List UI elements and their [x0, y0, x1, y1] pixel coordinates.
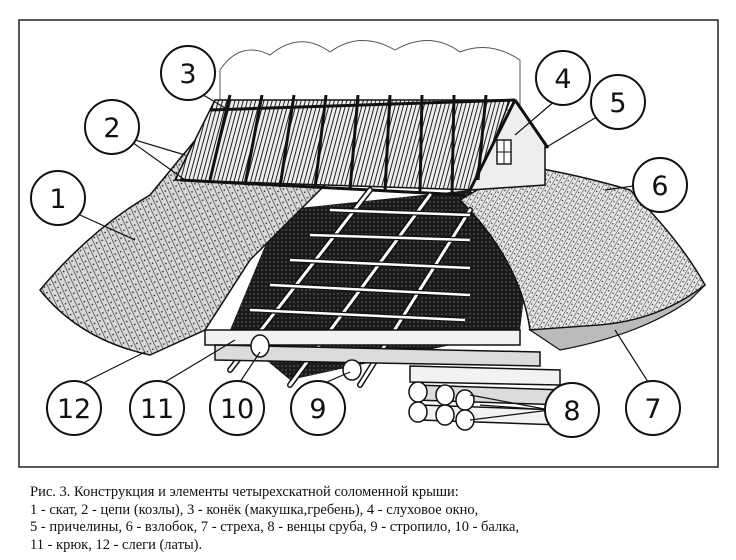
callout-12: 12: [46, 380, 102, 436]
callout-2-text: 2: [103, 113, 120, 144]
callout-1: 1: [30, 170, 86, 226]
callout-11: 11: [129, 380, 185, 436]
callout-4-text: 4: [554, 64, 571, 95]
callout-12-text: 12: [57, 394, 91, 425]
roof-diagram: 1 2 3 4 5 6 7 8 9 10 11 12: [18, 19, 719, 468]
callout-9-text: 9: [309, 394, 326, 425]
callout-3-text: 3: [179, 59, 196, 90]
callout-3: 3: [160, 45, 216, 101]
callout-9: 9: [290, 380, 346, 436]
log-wall: [204, 329, 566, 431]
callout-4: 4: [535, 50, 591, 106]
callout-5: 5: [590, 74, 646, 130]
callout-2: 2: [84, 99, 140, 155]
callout-10-text: 10: [220, 394, 254, 425]
caption-line-1: Рис. 3. Конструкция и элементы четырехск…: [30, 484, 459, 500]
caption-line-3: 5 - причелины, 6 - взлобок, 7 - стреха, …: [30, 519, 520, 535]
laths-light: [249, 208, 471, 322]
caption-line-4: 11 - крюк, 12 - слеги (латы).: [30, 536, 203, 553]
figure-caption: Рис. 3. Конструкция и элементы четырехск…: [30, 484, 720, 554]
callout-8-text: 8: [563, 396, 580, 427]
eave-right: [528, 284, 706, 351]
callout-6-text: 6: [651, 171, 668, 202]
callout-7: 7: [625, 380, 681, 436]
callout-10: 10: [209, 380, 265, 436]
figure-frame: [18, 19, 719, 468]
callout-6: 6: [632, 157, 688, 213]
callout-8: 8: [544, 382, 600, 438]
callout-5-text: 5: [609, 88, 626, 119]
callout-7-text: 7: [644, 394, 661, 425]
background-cloud: [219, 40, 521, 111]
callout-1-text: 1: [49, 184, 66, 215]
ridge-chains: [179, 94, 516, 197]
callout-11-text: 11: [140, 394, 174, 425]
caption-line-2: 1 - скат, 2 - цепи (козлы), 3 - конёк (м…: [30, 501, 479, 518]
